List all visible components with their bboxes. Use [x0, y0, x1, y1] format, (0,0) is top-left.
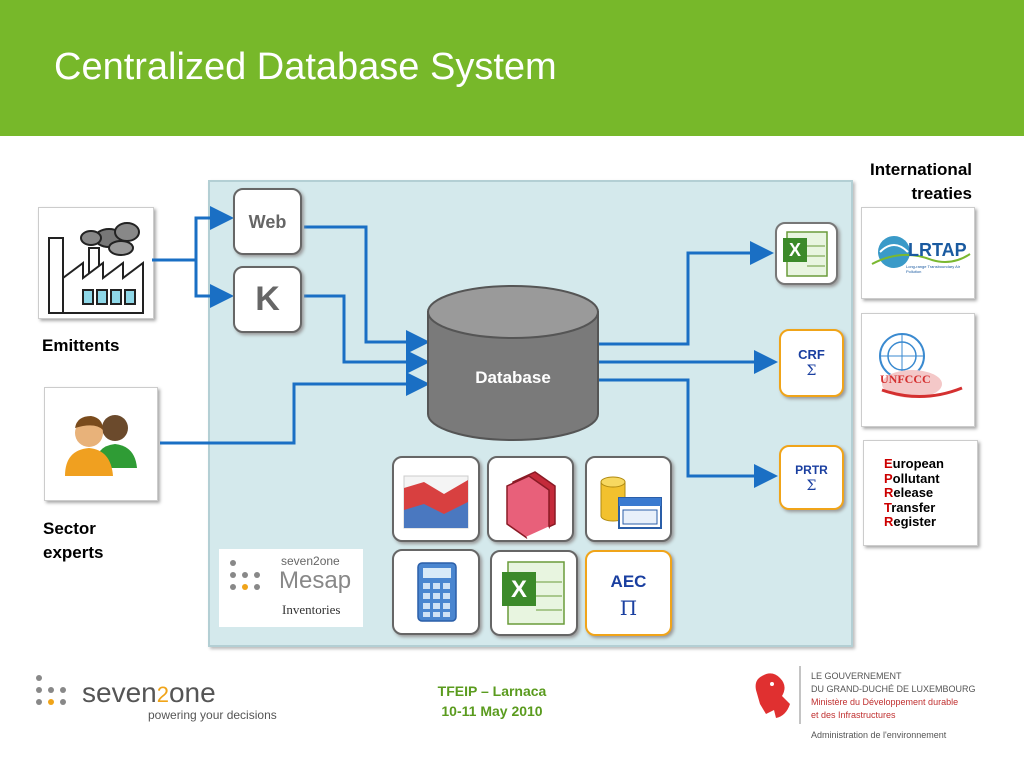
arrow-k-db	[304, 294, 430, 374]
eprtr-line-transfer: Transfer	[884, 499, 936, 515]
unfccc-logo: UNFCCC	[861, 313, 975, 427]
gov-line-3: Ministère du Développement durable	[811, 697, 959, 707]
mesap-product: Mesap	[279, 567, 352, 594]
gov-line-1: LE GOUVERNEMENT	[811, 671, 902, 681]
area-chart-icon	[403, 475, 469, 529]
web-entry-tile[interactable]: Web	[233, 188, 302, 255]
excel-icon: X	[502, 561, 565, 625]
people-icon	[65, 415, 137, 476]
factory-image	[38, 207, 154, 319]
lrtap-logo: LRTAP Long-range Transboundary Air Pollu…	[861, 207, 975, 299]
web-entry-label: Web	[248, 212, 287, 232]
arrow-db-prtr	[598, 378, 778, 488]
gov-line-2: DU GRAND-DUCHÉ DE LUXEMBOURG	[811, 684, 976, 694]
mesap-dots-icon	[230, 560, 260, 590]
aec-pi: Π	[619, 596, 638, 620]
database-window-icon	[600, 476, 662, 529]
eprtr-line-register: Register	[884, 514, 937, 529]
svg-text:X: X	[789, 240, 801, 260]
chart-tool-tile[interactable]	[392, 456, 480, 542]
treaties-heading-2: treaties	[911, 184, 972, 203]
prtr-label: PRTR	[795, 463, 828, 477]
prtr-sigma: Σ	[806, 478, 817, 494]
arrow-db-excel	[598, 241, 774, 346]
treaties-heading-1: International	[869, 160, 972, 179]
mesap-subtitle: Inventories	[282, 602, 341, 617]
crf-output-tile[interactable]: CRF Σ	[779, 329, 844, 397]
un-emblem-icon	[879, 333, 963, 398]
db-window-tool-tile[interactable]	[585, 456, 672, 542]
eprtr-text: European Pollutant Release Transfer Regi…	[884, 456, 944, 530]
sector-experts-label-1: Sector	[43, 519, 96, 538]
event-date: 10-11 May 2010	[441, 703, 543, 719]
k-entry-label: K	[255, 280, 280, 318]
gov-line-4: et des Infrastructures	[811, 710, 896, 720]
lrtap-globe-icon	[871, 236, 971, 268]
aec-label: AEC	[610, 572, 647, 591]
eprtr-box: European Pollutant Release Transfer Regi…	[863, 440, 978, 546]
prtr-output-tile[interactable]: PRTR Σ	[779, 445, 844, 510]
k-entry-tile[interactable]: K	[233, 266, 302, 333]
arrow-web-db	[304, 225, 430, 354]
book-tool-tile[interactable]	[487, 456, 574, 542]
unfccc-text: UNFCCC	[880, 372, 931, 386]
arrow-factory-web	[152, 206, 234, 262]
crf-sigma: Σ	[806, 363, 817, 379]
database-label: Database	[475, 368, 551, 387]
mesap-brand-small: seven2one	[281, 554, 340, 568]
seven2one-logo: seven2one	[82, 677, 216, 708]
arrow-experts-db	[160, 372, 430, 445]
page-title: Centralized Database System	[54, 46, 557, 88]
eprtr-line-european: European	[884, 456, 944, 471]
arrow-factory-k	[194, 260, 234, 308]
book-icon	[506, 471, 556, 540]
excel-output-tile[interactable]: X	[775, 222, 838, 285]
excel-icon: X	[783, 231, 828, 277]
sector-experts-label-2: experts	[43, 543, 104, 562]
event-title: TFEIP – Larnaca	[437, 683, 547, 699]
aec-tool-tile[interactable]: AEC Π	[585, 550, 672, 636]
crf-label: CRF	[798, 347, 825, 362]
calculator-tool-tile[interactable]	[392, 549, 480, 635]
experts-image	[44, 387, 158, 501]
emittents-label: Emittents	[42, 336, 120, 355]
factory-icon	[48, 222, 144, 314]
lrtap-text: LRTAP	[908, 240, 967, 260]
lrtap-tagline: Long-range Transboundary Air Pollution	[906, 264, 961, 274]
eprtr-line-release: Release	[884, 485, 934, 500]
excel-tool-tile[interactable]: X	[490, 550, 578, 636]
mesap-logo: seven2one Mesap Inventories	[219, 549, 363, 627]
eprtr-line-pollutant: Pollutant	[884, 470, 940, 486]
gov-line-5: Administration de l'environnement	[811, 730, 947, 740]
seven2one-tagline: powering your decisions	[148, 708, 277, 722]
svg-text:X: X	[511, 576, 527, 603]
header-bar	[0, 0, 1024, 136]
calculator-icon	[417, 562, 457, 622]
